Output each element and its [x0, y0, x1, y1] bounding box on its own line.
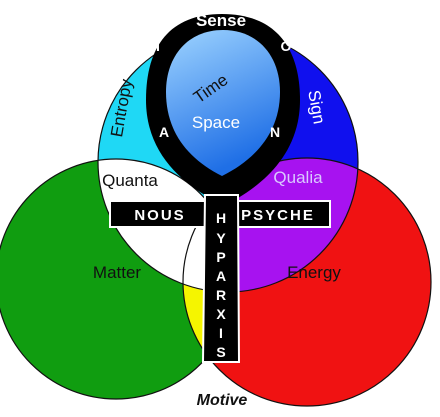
hyparxis-letter-p: P: [216, 249, 225, 265]
sense-label: Sense: [196, 11, 246, 30]
hyparxis-letter-s: S: [216, 344, 225, 360]
hyparxis-label: H Y P A R X I S: [216, 210, 226, 360]
hyparxis-letter-y: Y: [216, 230, 226, 246]
nous-label: NOUS: [134, 207, 185, 224]
ankh-letter-n: N: [270, 124, 280, 140]
ankh-upright: [201, 194, 241, 363]
energy-circle-outline: [182, 157, 432, 407]
ankh-inner-loop: [166, 30, 280, 176]
hyparxis-letter-a: A: [216, 268, 226, 284]
matter-label: Matter: [93, 263, 142, 282]
qualia-label: Qualia: [273, 168, 323, 187]
ankh-letter-a: A: [159, 124, 169, 140]
hyparxis-letter-x: X: [216, 306, 226, 322]
quanta-label: Quanta: [102, 171, 158, 190]
space-label: Space: [192, 113, 240, 132]
hyparxis-letter-h: H: [216, 210, 226, 226]
ankh-letter-o: O: [281, 38, 292, 54]
hyparxis-letter-r: R: [216, 287, 226, 303]
hyparxis-letter-i: I: [219, 325, 223, 341]
psyche-label: PSYCHE: [241, 207, 315, 224]
ankh-letter-i: I: [156, 38, 160, 54]
energy-label: Energy: [287, 263, 341, 282]
motive-label: Motive: [197, 392, 248, 409]
